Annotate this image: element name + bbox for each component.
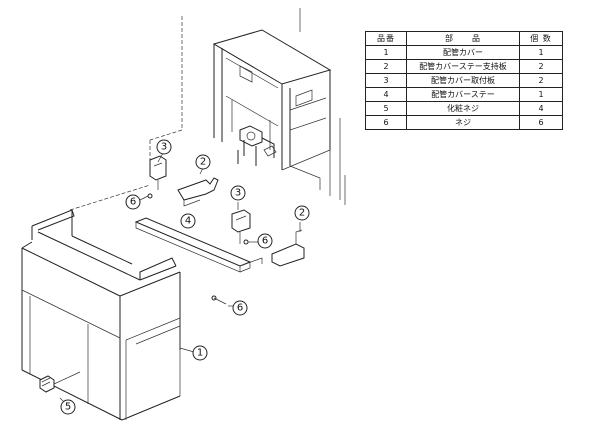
callout-6-left: 6	[125, 194, 141, 210]
cover-stay-support-left	[177, 177, 219, 207]
svg-text:3: 3	[235, 188, 241, 199]
part-quantity: 4	[519, 101, 563, 116]
callout-1: 1	[192, 345, 208, 361]
pipe-cover-box	[21, 209, 181, 421]
part-name: ネジ	[406, 115, 520, 130]
parts-list-table: 品番 部 品 個 数 1 配管カバー 1 2 配管カバーステー支持板 2 3 配…	[365, 31, 563, 130]
cover-stay-rail	[134, 217, 263, 273]
part-number: 3	[365, 73, 407, 88]
part-number: 5	[365, 101, 407, 116]
part-number: 1	[365, 45, 407, 60]
part-number: 2	[365, 59, 407, 74]
header-part-name: 部 品	[406, 31, 520, 46]
screw-parts	[147, 193, 249, 305]
cover-mounting-plate-left	[149, 155, 167, 190]
part-quantity: 1	[519, 45, 563, 60]
svg-text:1: 1	[197, 348, 203, 359]
part-number: 4	[365, 87, 407, 102]
header-part-number: 品番	[365, 31, 407, 46]
svg-text:6: 6	[237, 303, 243, 314]
table-row: 2 配管カバーステー支持板 2	[365, 59, 563, 74]
svg-text:5: 5	[65, 402, 71, 413]
part-name: 配管カバー取付板	[406, 73, 520, 88]
callout-3-left: 3	[156, 139, 172, 155]
svg-text:6: 6	[130, 197, 136, 208]
part-quantity: 6	[519, 115, 563, 130]
callout-3-right: 3	[230, 185, 246, 201]
callout-5: 5	[60, 399, 76, 415]
wall-outline	[69, 8, 346, 211]
svg-text:4: 4	[185, 216, 191, 227]
part-name: 化粧ネジ	[406, 101, 520, 116]
svg-text:3: 3	[161, 142, 167, 153]
part-name: 配管カバー	[406, 45, 520, 60]
decorative-screw	[39, 371, 81, 393]
callout-6-middle: 6	[257, 233, 273, 249]
svg-text:6: 6	[262, 236, 268, 247]
part-quantity: 1	[519, 87, 563, 102]
cover-mounting-plate-right	[231, 209, 251, 244]
part-number: 6	[365, 115, 407, 130]
table-row: 1 配管カバー 1	[365, 45, 563, 60]
header-quantity: 個 数	[519, 31, 563, 46]
svg-text:2: 2	[200, 157, 206, 168]
table-row: 3 配管カバー取付板 2	[365, 73, 563, 88]
part-quantity: 2	[519, 73, 563, 88]
part-quantity: 2	[519, 59, 563, 74]
callout-4: 4	[180, 213, 196, 229]
table-row: 6 ネジ 6	[365, 115, 563, 130]
callout-6-bottom: 6	[232, 300, 248, 316]
parts-table-header: 品番 部 品 個 数	[365, 31, 563, 46]
table-row: 4 配管カバーステー 1	[365, 87, 563, 102]
part-name: 配管カバーステー	[406, 87, 520, 102]
svg-text:2: 2	[299, 208, 305, 219]
part-name: 配管カバーステー支持板	[406, 59, 520, 74]
callout-2-right: 2	[294, 205, 310, 221]
table-row: 5 化粧ネジ 4	[365, 101, 563, 116]
cover-stay-support-right	[271, 229, 305, 267]
callout-2-left: 2	[195, 154, 211, 170]
water-heater-unit	[212, 29, 332, 190]
